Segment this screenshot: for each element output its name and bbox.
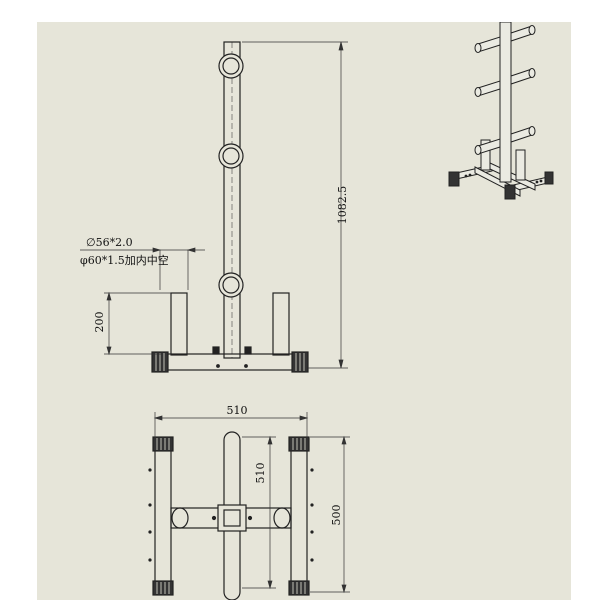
left-storage-post <box>170 292 188 356</box>
height-dimension-label: 1082.5 <box>336 186 349 225</box>
iso-view <box>448 21 554 200</box>
iso-foot-right <box>504 184 516 200</box>
inner-length-dimension-label: 510 <box>254 463 267 484</box>
post-height-dimension-label: 200 <box>93 312 106 333</box>
left-storage-post-top <box>171 507 189 529</box>
iso-pegs <box>474 25 536 155</box>
sheet-background <box>37 22 571 600</box>
front-dimensions <box>80 41 348 369</box>
center-clamp <box>217 504 247 532</box>
top-dimensions <box>153 412 350 594</box>
peg-bottom <box>218 272 244 298</box>
top-bolts <box>148 468 314 562</box>
foot-ribs <box>155 353 305 371</box>
right-storage-post-top <box>273 507 291 529</box>
technical-drawing: 1082.5 200 ∅56*2.0 φ60*1.5加内中空 <box>37 21 571 601</box>
iso-foot-left <box>448 171 460 187</box>
front-view <box>151 41 309 373</box>
width-dimension-label: 510 <box>227 404 248 417</box>
base-bolts <box>212 346 252 368</box>
outer-length-dimension-label: 500 <box>330 505 343 526</box>
center-spine <box>223 431 241 601</box>
right-storage-post <box>272 292 290 356</box>
right-rail-foot-bottom <box>288 580 310 596</box>
left-rail-foot-top <box>152 436 174 452</box>
inner-spec-label: φ60*1.5加内中空 <box>80 253 169 267</box>
peg-top <box>218 53 244 79</box>
peg-middle <box>218 143 244 169</box>
left-rail-foot-bottom <box>152 580 174 596</box>
right-rail-foot-top <box>288 436 310 452</box>
top-view <box>148 431 314 601</box>
tube-spec-label: ∅56*2.0 <box>86 236 133 249</box>
drawing-sheet: 1082.5 200 ∅56*2.0 φ60*1.5加内中空 <box>37 21 571 601</box>
